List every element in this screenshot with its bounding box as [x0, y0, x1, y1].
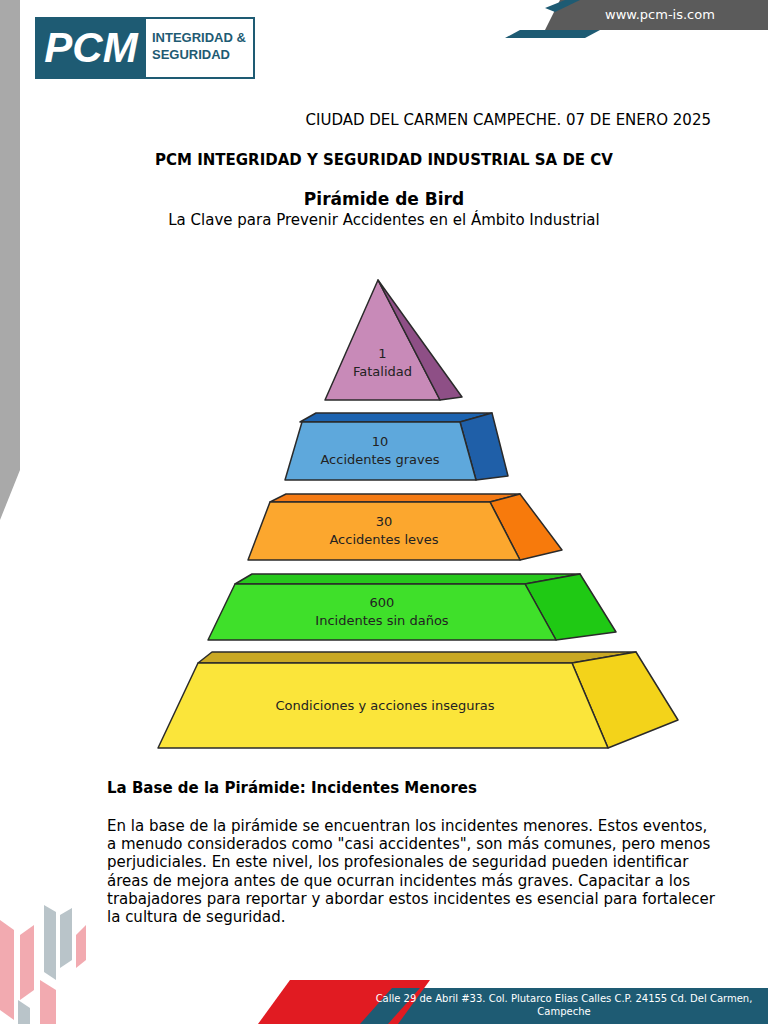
- pyramid-band: 600Incidentes sin daños: [204, 570, 620, 644]
- band-label: Condiciones y acciones inseguras: [276, 697, 495, 715]
- band-face: [198, 652, 636, 663]
- pyramid-band: 1Fatalidad: [318, 276, 466, 404]
- band-count: 10: [372, 433, 389, 451]
- band-label: Fatalidad: [353, 363, 412, 381]
- logo-subtitle: INTEGRIDAD & SEGURIDAD: [152, 29, 252, 63]
- band-text: 10Accidentes graves: [290, 424, 470, 478]
- band-face: [208, 584, 556, 640]
- corner-emblem: [0, 905, 86, 1024]
- band-face: [235, 574, 580, 584]
- logo-frame: [36, 18, 254, 78]
- footer-address: Calle 29 de Abril #33. Col. Plutarco Eli…: [360, 992, 768, 1018]
- body-paragraph: En la base de la pirámide se encuentran …: [107, 817, 717, 926]
- band-text: 30Accidentes leves: [255, 504, 513, 558]
- band-count: 30: [376, 513, 393, 531]
- band-label: Accidentes leves: [329, 531, 438, 549]
- header-accent: [545, 0, 580, 12]
- band-text: 600Incidentes sin daños: [214, 586, 550, 638]
- band-shape: [282, 410, 512, 484]
- band-face: [285, 422, 476, 480]
- subtitle: La Clave para Prevenir Accidentes en el …: [0, 211, 768, 229]
- diagram-title: Pirámide de Bird: [0, 189, 768, 209]
- section-heading: La Base de la Pirámide: Incidentes Menor…: [107, 779, 477, 797]
- band-label: Incidentes sin daños: [315, 612, 448, 630]
- band-face: [270, 494, 520, 502]
- band-text: Condiciones y acciones inseguras: [170, 666, 600, 746]
- band-face: [378, 280, 462, 400]
- band-count: 600: [370, 594, 395, 612]
- company-name: PCM INTEGRIDAD Y SEGURIDAD INDUSTRIAL SA…: [0, 151, 768, 169]
- logo-block: [36, 18, 146, 78]
- band-face: [248, 502, 520, 560]
- pyramid-band: 30Accidentes leves: [244, 490, 566, 564]
- band-count: 1: [378, 345, 386, 363]
- header-band: [545, 0, 768, 30]
- website-url: www.pcm-is.com: [605, 7, 715, 22]
- band-face: [325, 280, 440, 400]
- band-text: 1Fatalidad: [335, 330, 430, 396]
- band-shape: [244, 490, 566, 564]
- band-shape: [318, 276, 466, 404]
- pyramid-band: Condiciones y acciones inseguras: [154, 648, 682, 752]
- band-label: Accidentes graves: [320, 451, 439, 469]
- band-shape: [204, 570, 620, 644]
- logo-text: PCM: [36, 18, 146, 78]
- date-line: CIUDAD DEL CARMEN CAMPECHE. 07 DE ENERO …: [306, 111, 711, 129]
- side-bar: [0, 0, 20, 520]
- header-accent: [505, 30, 600, 38]
- band-face: [158, 663, 608, 748]
- pyramid-band: 10Accidentes graves: [282, 410, 512, 484]
